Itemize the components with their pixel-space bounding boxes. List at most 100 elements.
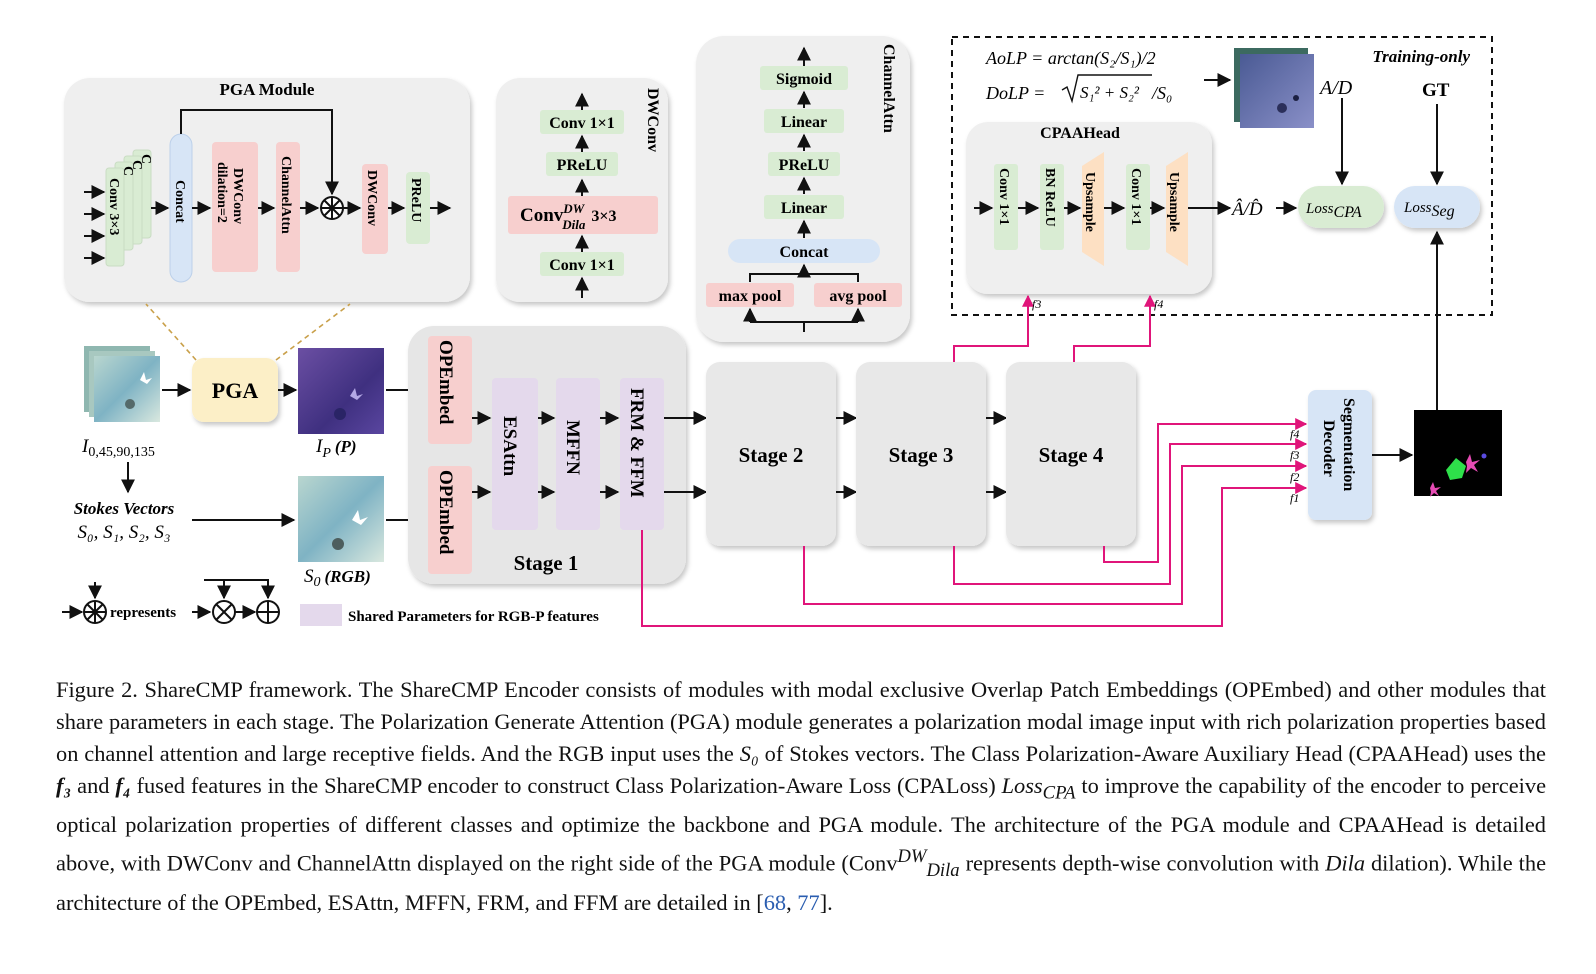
stage3-block [856, 362, 986, 546]
loss-seg-label: LossSeg [1403, 200, 1455, 220]
f3-route-label: f3 [1032, 297, 1041, 311]
pga-prelu-label: PReLU [408, 178, 423, 222]
add-icon [256, 600, 280, 624]
svg-text:/S₀: /S₀ [1151, 83, 1172, 103]
s0-label: S0(RGB) [304, 566, 371, 590]
cpaahead-conv1x1-a [994, 164, 1018, 250]
pga-dwconv-block [362, 164, 388, 254]
esattn-label: ESAttn [499, 416, 520, 477]
stage1-label: Stage 1 [514, 551, 579, 575]
conv3x3-label: Conv 3×3 [106, 178, 121, 235]
ca-concat [728, 239, 880, 263]
aolp-dolp-image [1234, 48, 1314, 128]
framework-diagram: PGA Module C C C Conv 3×3 Concat DWConv … [62, 36, 1502, 627]
dwconv-conv1x1-bottom [540, 252, 624, 276]
stage3-label: Stage 3 [889, 443, 954, 467]
ca-linear-bottom [764, 195, 844, 219]
pga-module-title: PGA Module [220, 80, 315, 99]
cpaahead-title: CPAAHead [1040, 125, 1120, 142]
training-only-label: Training-only [1372, 47, 1470, 66]
aolp-formula: AoLP = arctan(S₂/S₁)/2 [985, 48, 1156, 69]
conv-stub-label: C [138, 154, 153, 164]
opembed-p-label: OPEmbed [435, 340, 456, 425]
cpaahead-bn-relu [1040, 164, 1064, 250]
legend: represents Shared Parameters for RGB-P f… [62, 579, 599, 626]
ca-max-pool [706, 283, 794, 307]
citation-link[interactable]: 68 [763, 890, 787, 916]
figure-caption: Figure 2. ShareCMP framework. The ShareC… [56, 677, 1547, 916]
ip-label: IP(P) [315, 436, 357, 461]
input-label: I0,45,90,135 [81, 436, 155, 460]
mffn-label: MFFN [562, 420, 583, 475]
stage4-block [1006, 362, 1136, 546]
conv-stub-label: C [120, 166, 135, 176]
f4-route-label: f4 [1154, 297, 1163, 311]
pga-block [192, 358, 278, 422]
stage4-label: Stage 4 [1039, 443, 1104, 467]
loss-cpa-block [1298, 186, 1384, 228]
pga-channelattn-label: ChannelAttn [278, 156, 293, 234]
input-polarization-images [84, 346, 160, 422]
pga-concat-label: Concat [172, 180, 187, 223]
stage2-label: Stage 2 [739, 443, 804, 467]
cpaahead-conv1x1-a-label: Conv 1×1 [996, 168, 1011, 225]
pga-dwconv-dilation-block [212, 142, 258, 272]
opembed-rgb-block [428, 466, 472, 574]
citation-link[interactable]: 77 [797, 890, 820, 916]
cpaahead-upsample-b [1166, 152, 1188, 266]
decoder-in-f1: f1 [1290, 491, 1299, 505]
combined-op-icon [83, 600, 107, 624]
main-pipeline: I0,45,90,135 Stokes Vectors S₀, S₁, S₂, … [74, 230, 1502, 627]
head-output-label: Â/D̂ [1230, 198, 1263, 220]
svg-text:S₁² + S₂²: S₁² + S₂² [1080, 83, 1140, 102]
cpaahead-upsample-b-label: Upsample [1166, 172, 1181, 232]
multiply-op-icon [320, 196, 344, 220]
conv-stack: C C C Conv 3×3 [105, 149, 153, 267]
cpaahead-bn-relu-label: BN ReLU [1042, 168, 1057, 227]
pga-prelu-block [406, 172, 430, 244]
channelattn-detail-title: ChannelAttn [880, 44, 897, 133]
dwconv-detail-title: DWConv [644, 88, 661, 152]
ca-avg-pool-label: avg pool [829, 288, 887, 305]
stokes-vectors-title: Stokes Vectors [74, 499, 175, 518]
segmentation-output-image [1414, 410, 1502, 497]
loss-seg-block [1394, 186, 1480, 228]
pga-dwconv-dilation-label: DWConv [230, 168, 245, 224]
stokes-vectors-vars: S₀, S₁, S₂, S₃ [78, 522, 171, 543]
dwconv-prelu-label: PReLU [557, 157, 608, 174]
conv-stub-label: C [129, 160, 144, 170]
dwconv-dila-block [508, 196, 658, 234]
dolp-formula: DoLP = S₁² + S₂² /S₀ [985, 74, 1172, 104]
shared-params-swatch [300, 604, 342, 626]
decoder-in-f3: f3 [1290, 448, 1299, 462]
ca-max-pool-label: max pool [719, 288, 782, 305]
pga-dwconv-label: DWConv [364, 170, 379, 226]
decoder-in-f2: f2 [1290, 470, 1299, 484]
frm-ffm-label: FRM & FFM [626, 388, 647, 498]
dwconv-conv1x1-top-label: Conv 1×1 [549, 115, 615, 132]
stage2-block [706, 362, 836, 546]
opembed-p-block [428, 336, 472, 444]
stage1-panel [408, 326, 686, 584]
ad-label: A/D [1318, 77, 1353, 99]
decoder-label-1: Segmentation [1340, 398, 1357, 491]
ca-sigmoid [760, 66, 848, 90]
segmentation-decoder-block [1308, 390, 1372, 520]
feature-routes [641, 294, 1308, 627]
multiply-icon [212, 600, 236, 624]
channelattn-detail-panel: ChannelAttn Sigmoid Linear PReLU Linear … [696, 36, 910, 342]
ca-avg-pool [814, 283, 902, 307]
conv3x3-block [105, 167, 125, 267]
ip-image [298, 348, 384, 434]
ca-prelu-label: PReLU [779, 157, 830, 174]
cpaahead-conv1x1-b [1126, 164, 1150, 250]
legend-represents: represents [110, 605, 176, 621]
ca-linear-top-label: Linear [781, 114, 827, 131]
decoder-in-f4: f4 [1290, 427, 1299, 441]
dwconv-conv1x1-bottom-label: Conv 1×1 [549, 257, 615, 274]
gt-label: GT [1422, 80, 1450, 101]
ca-linear-top [764, 109, 844, 133]
decoder-label-2: Decoder [1320, 420, 1337, 477]
